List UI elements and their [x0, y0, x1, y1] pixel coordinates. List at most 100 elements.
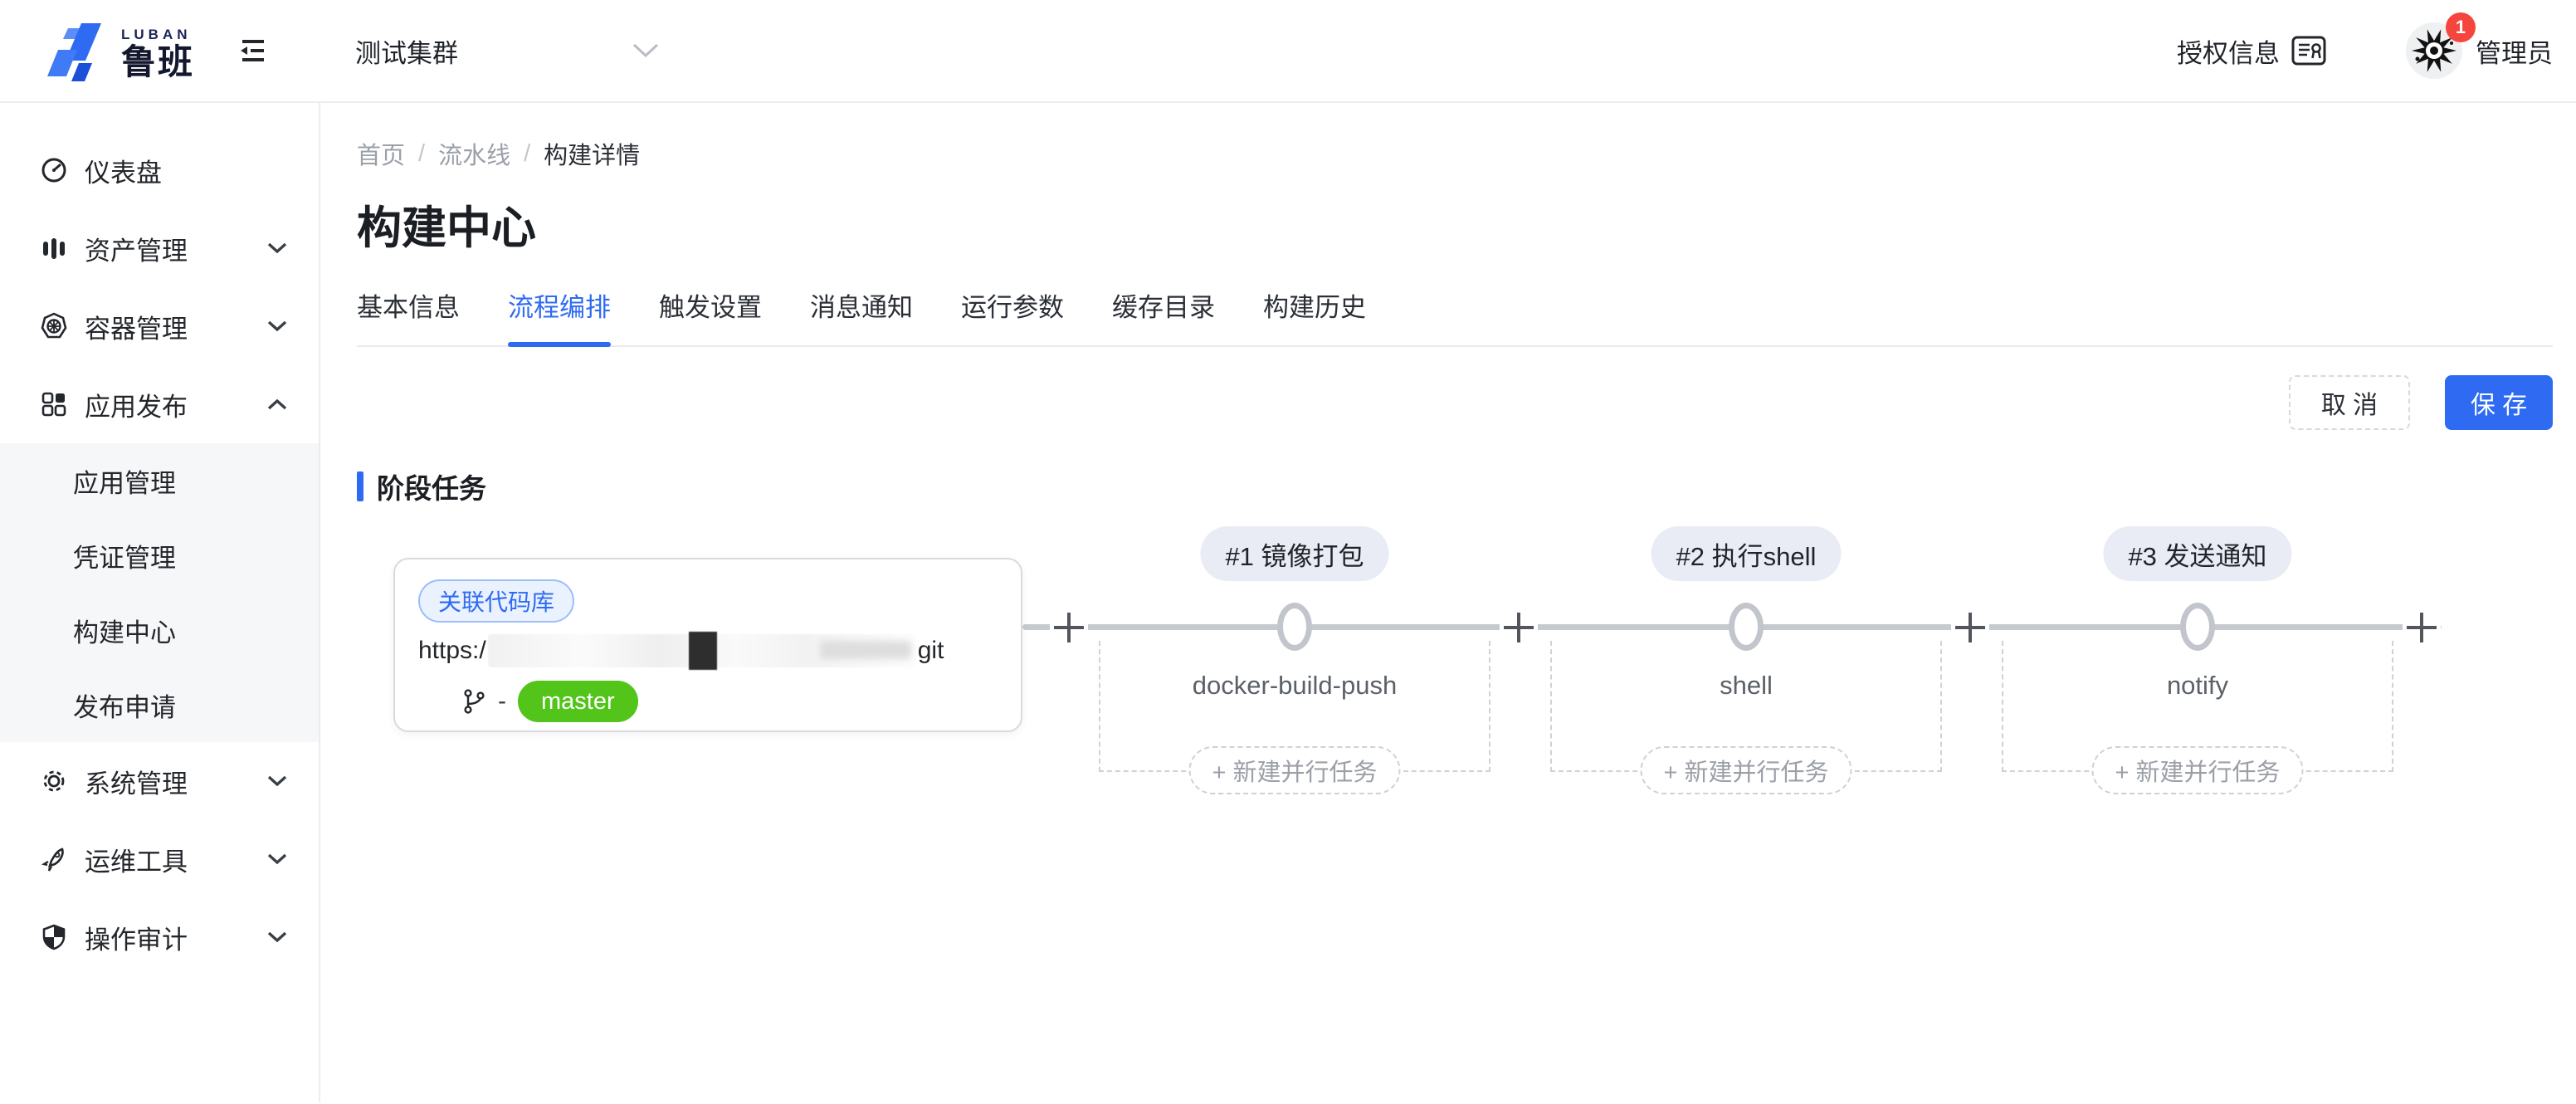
breadcrumb-home[interactable]: 首页	[357, 143, 406, 169]
sidebar-item-credentials[interactable]: 凭证管理	[0, 518, 319, 593]
add-parallel-task-button[interactable]: + 新建并行任务	[1640, 746, 1852, 794]
logo-subtitle: LUBAN	[121, 27, 192, 42]
tab-trigger-settings[interactable]: 触发设置	[659, 293, 762, 322]
repo-url: https:/ git	[418, 632, 998, 670]
chevron-down-icon	[267, 853, 287, 865]
dashboard-gauge-icon	[41, 158, 66, 183]
sidebar-item-build-center[interactable]: 构建中心	[0, 593, 319, 667]
sidebar-item-ops-tools[interactable]: 运维工具	[0, 820, 319, 898]
sidebar-item-label: 资产管理	[85, 236, 188, 266]
shield-icon	[42, 924, 66, 950]
sidebar: 仪表盘 资产管理 容器管理	[0, 103, 320, 1102]
main-content: 首页 / 流水线 / 构建详情 构建中心 基本信息 流程编排 触发设置 消息通知…	[320, 103, 2576, 1102]
section-title: 阶段任务	[377, 473, 486, 504]
avatar[interactable]: 1	[2406, 12, 2476, 79]
sidebar-item-app-management[interactable]: 应用管理	[0, 443, 319, 518]
logo-mark-icon	[47, 23, 101, 81]
sidebar-subitem-label: 构建中心	[73, 618, 176, 647]
chevron-down-icon	[267, 320, 287, 332]
git-branch-icon	[464, 689, 485, 714]
sidebar-item-label: 操作审计	[85, 925, 188, 955]
tab-run-params[interactable]: 运行参数	[961, 293, 1064, 322]
sidebar-item-label: 系统管理	[85, 769, 188, 799]
menu-fold-icon	[241, 40, 265, 61]
sidebar-item-label: 应用发布	[85, 392, 188, 422]
add-stage-button[interactable]	[1050, 608, 1088, 647]
servers-icon	[43, 238, 65, 259]
add-parallel-task-button[interactable]: + 新建并行任务	[2091, 746, 2304, 794]
cancel-button[interactable]: 取 消	[2289, 375, 2410, 430]
tab-bar: 基本信息 流程编排 触发设置 消息通知 运行参数 缓存目录 构建历史	[357, 286, 2553, 347]
sidebar-item-system[interactable]: 系统管理	[0, 742, 319, 820]
tab-pipeline-editor[interactable]: 流程编排	[508, 286, 611, 347]
redaction-block	[689, 632, 718, 670]
task-card[interactable]: notify	[2166, 671, 2229, 700]
repo-url-suffix: git	[917, 637, 944, 664]
repo-card[interactable]: 关联代码库 https:/ git -	[393, 558, 1022, 732]
stage-group: shell + 新建并行任务	[1550, 641, 1942, 794]
sidebar-item-assets[interactable]: 资产管理	[0, 209, 319, 287]
stage-node[interactable]	[2180, 603, 2215, 651]
stage-node[interactable]	[1277, 603, 1312, 651]
stage-badge: #2 执行shell	[1651, 526, 1842, 581]
repo-tag: 关联代码库	[418, 579, 575, 623]
sidebar-item-dashboard[interactable]: 仪表盘	[0, 131, 319, 209]
toolbar: 取 消 保 存	[357, 375, 2553, 430]
license-info-button[interactable]: 授权信息	[2177, 32, 2326, 70]
cluster-select[interactable]: 测试集群	[355, 32, 661, 70]
repo-url-prefix: https:/	[418, 637, 486, 664]
breadcrumb-pipeline[interactable]: 流水线	[438, 143, 511, 169]
sidebar-subitem-label: 发布申请	[73, 692, 176, 722]
app-logo[interactable]: LUBAN 鲁班	[43, 17, 194, 85]
repo-url-redacted	[487, 632, 916, 670]
breadcrumb: 首页 / 流水线 / 构建详情	[357, 136, 2553, 171]
chevron-up-icon	[267, 398, 287, 410]
pipeline-canvas: 关联代码库 https:/ git -	[357, 518, 2553, 875]
section-accent-bar	[357, 471, 363, 501]
gear-icon	[43, 770, 65, 792]
task-card[interactable]: docker-build-push	[1192, 671, 1398, 700]
page-title: 构建中心	[357, 203, 536, 253]
save-button[interactable]: 保 存	[2445, 375, 2553, 430]
add-parallel-task-button[interactable]: + 新建并行任务	[1188, 746, 1401, 794]
tab-cache-dirs[interactable]: 缓存目录	[1112, 293, 1215, 322]
task-card[interactable]: shell	[1720, 671, 1773, 700]
cluster-name: 测试集群	[355, 38, 459, 68]
plus-icon	[1955, 613, 1985, 642]
stage-node[interactable]	[1729, 603, 1764, 651]
username: 管理员	[2476, 38, 2553, 68]
tab-build-history[interactable]: 构建历史	[1263, 293, 1366, 322]
section-header: 阶段任务	[357, 467, 2553, 506]
branch-separator: -	[498, 687, 506, 715]
breadcrumb-build-detail: 构建详情	[544, 143, 641, 169]
sidebar-subitem-label: 应用管理	[73, 468, 176, 498]
rocket-icon	[41, 848, 64, 872]
sidebar-item-containers[interactable]: 容器管理	[0, 287, 319, 365]
sidebar-item-app-release[interactable]: 应用发布	[0, 365, 319, 443]
chevron-down-icon	[267, 242, 287, 254]
add-stage-button[interactable]	[2403, 608, 2441, 647]
sidebar-collapse-button[interactable]	[237, 37, 269, 64]
stage-badge: #3 发送通知	[2103, 526, 2292, 581]
tab-notifications[interactable]: 消息通知	[810, 293, 913, 322]
stage-group: docker-build-push + 新建并行任务	[1099, 641, 1490, 794]
license-label: 授权信息	[2177, 38, 2280, 68]
add-stage-button[interactable]	[1951, 608, 1989, 647]
sidebar-item-release-request[interactable]: 发布申请	[0, 667, 319, 742]
logo-title: 鲁班	[121, 42, 195, 81]
app-grid-icon	[41, 392, 66, 417]
add-stage-button[interactable]	[1500, 608, 1538, 647]
plus-icon	[2407, 613, 2437, 642]
chevron-down-icon	[267, 931, 287, 943]
tab-basic-info[interactable]: 基本信息	[357, 293, 460, 322]
repo-branch-row: - master	[418, 681, 998, 722]
notification-badge: 1	[2446, 12, 2476, 42]
sidebar-item-audit[interactable]: 操作审计	[0, 898, 319, 976]
user-menu[interactable]: 1 管理员	[2406, 12, 2553, 79]
branch-badge: master	[518, 681, 638, 722]
certificate-icon	[2291, 36, 2326, 66]
breadcrumb-separator: /	[524, 139, 531, 167]
sidebar-item-label: 容器管理	[85, 314, 188, 344]
stage-group: notify + 新建并行任务	[2002, 641, 2393, 794]
sidebar-submenu: 应用管理 凭证管理 构建中心 发布申请	[0, 443, 319, 742]
